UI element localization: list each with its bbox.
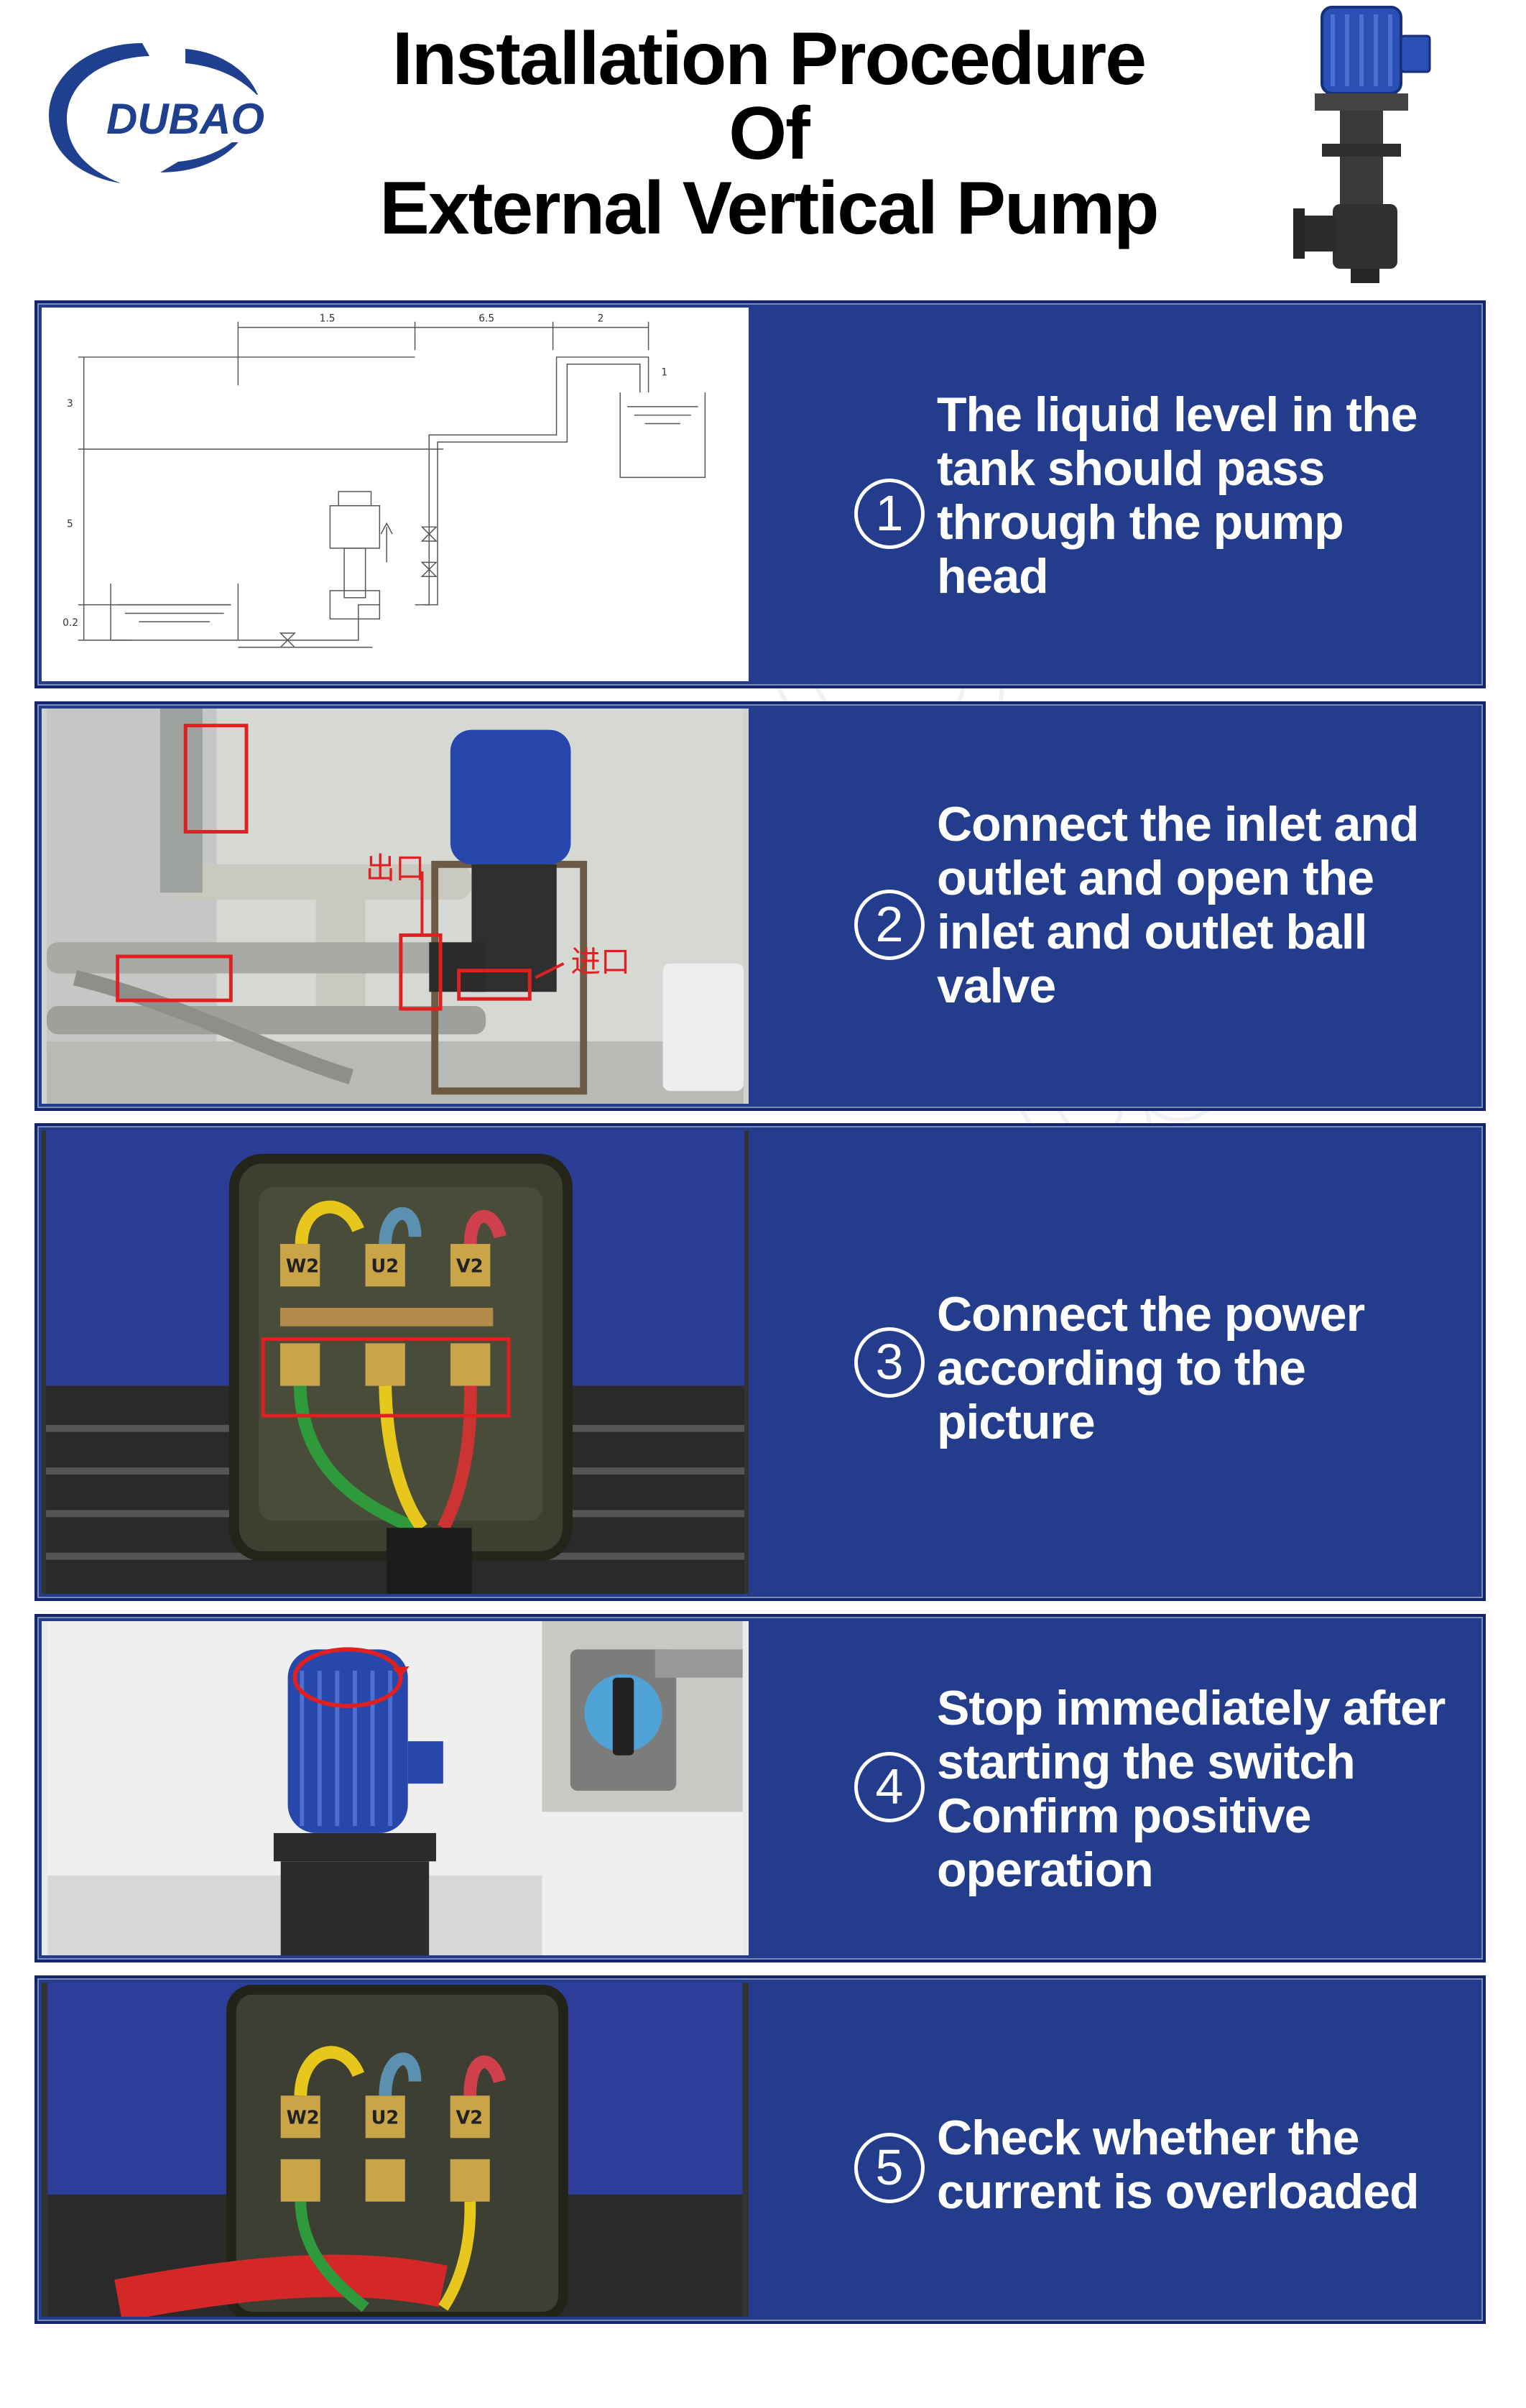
step-2-line: Connect the inlet and [937, 797, 1419, 852]
step-1-line: tank should pass [937, 441, 1325, 496]
step-4-number-badge: 4 [854, 1752, 925, 1822]
step-3-line: according to the [937, 1341, 1306, 1396]
step-1-number-badge: 1 [854, 479, 925, 549]
step-5-photo: W2 U2 V2 [42, 1983, 749, 2317]
terminal-v2: V2 [456, 2108, 484, 2129]
terminal-box-photo: W2 U2 V2 [46, 1130, 744, 1594]
step-1-text: The liquid level in the tank should pass… [937, 387, 1418, 604]
step-3-line: Connect the power [937, 1287, 1365, 1342]
step-3-number-badge: 3 [854, 1327, 925, 1398]
step-5-number-badge: 5 [854, 2133, 925, 2203]
dim-side-2: 5 [67, 518, 73, 530]
step-4-line: Stop immediately after [937, 1681, 1446, 1735]
terminal-wiring-photo: W2 U2 V2 [47, 1983, 743, 2317]
step-1-panel: 1.5 6.5 2 3 5 0.2 1 1 The liquid level i… [34, 300, 1486, 688]
step-2-panel: 出口 进口 2 Connect the inlet and outlet and… [34, 701, 1486, 1111]
step-4-text: Stop immediately after starting the swit… [937, 1681, 1446, 1897]
step-5-text: Check whether the current is overloaded [937, 2111, 1420, 2219]
logo-text: DUBAO [106, 95, 264, 143]
step-3-panel: W2 U2 V2 3 Connect the power according t… [34, 1123, 1486, 1601]
step-1-line: through the pump [937, 495, 1344, 550]
step-3-line: picture [937, 1395, 1096, 1449]
pump-piping-photo: 出口 进口 [47, 709, 744, 1104]
step-5-line: Check whether the [937, 2111, 1360, 2165]
step-1-diagram: 1.5 6.5 2 3 5 0.2 1 [42, 308, 749, 681]
step-2-line: outlet and open the [937, 851, 1374, 905]
terminal-u2: U2 [371, 1256, 399, 1278]
step-2-photo: 出口 进口 [42, 709, 749, 1104]
dubao-logo: DUBAO [49, 43, 307, 183]
inlet-label: 进口 [570, 945, 630, 979]
title-line-2: Of [729, 92, 810, 175]
terminal-u2: U2 [371, 2108, 399, 2129]
step-4-panel: 4 Stop immediately after starting the sw… [34, 1614, 1486, 1962]
step-2-line: inlet and outlet ball [937, 905, 1368, 959]
step-2-text: Connect the inlet and outlet and open th… [937, 797, 1419, 1013]
step-5-panel: W2 U2 V2 5 Check whether the current is … [34, 1975, 1486, 2324]
step-4-line: starting the switch [937, 1735, 1356, 1789]
title-line-1: Installation Procedure [392, 17, 1147, 101]
step-2-number-badge: 2 [854, 890, 925, 960]
step-5-line: current is overloaded [937, 2164, 1420, 2219]
step-3-text: Connect the power according to the pictu… [937, 1287, 1365, 1449]
installation-diagram: 1.5 6.5 2 3 5 0.2 1 [47, 308, 744, 681]
step-3-photo: W2 U2 V2 [42, 1130, 749, 1594]
outlet-label: 出口 [366, 852, 425, 886]
terminal-w2: W2 [286, 1256, 319, 1278]
dim-side-3: 0.2 [63, 617, 78, 629]
terminal-v2: V2 [456, 1256, 484, 1278]
terminal-w2: W2 [287, 2108, 320, 2129]
page-title: Installation Procedure Of External Verti… [302, 22, 1236, 246]
dim-top-3: 2 [598, 313, 604, 325]
step-4-line: Confirm positive [937, 1789, 1312, 1843]
step-1-line: head [937, 549, 1049, 604]
dim-side-1: 3 [67, 398, 73, 410]
step-4-photo [42, 1621, 749, 1955]
step-2-line: valve [937, 959, 1056, 1013]
vertical-pump-illustration [1293, 6, 1431, 283]
step-4-line: operation [937, 1842, 1154, 1897]
dim-small: 1 [661, 367, 667, 379]
title-line-3: External Vertical Pump [379, 167, 1159, 250]
dim-top-2: 6.5 [478, 313, 494, 325]
motor-rotation-photo [47, 1621, 743, 1955]
dim-top-1: 1.5 [320, 313, 336, 325]
header: DUBAO Installation Procedure Of External… [0, 0, 1526, 295]
step-1-line: The liquid level in the [937, 387, 1418, 442]
